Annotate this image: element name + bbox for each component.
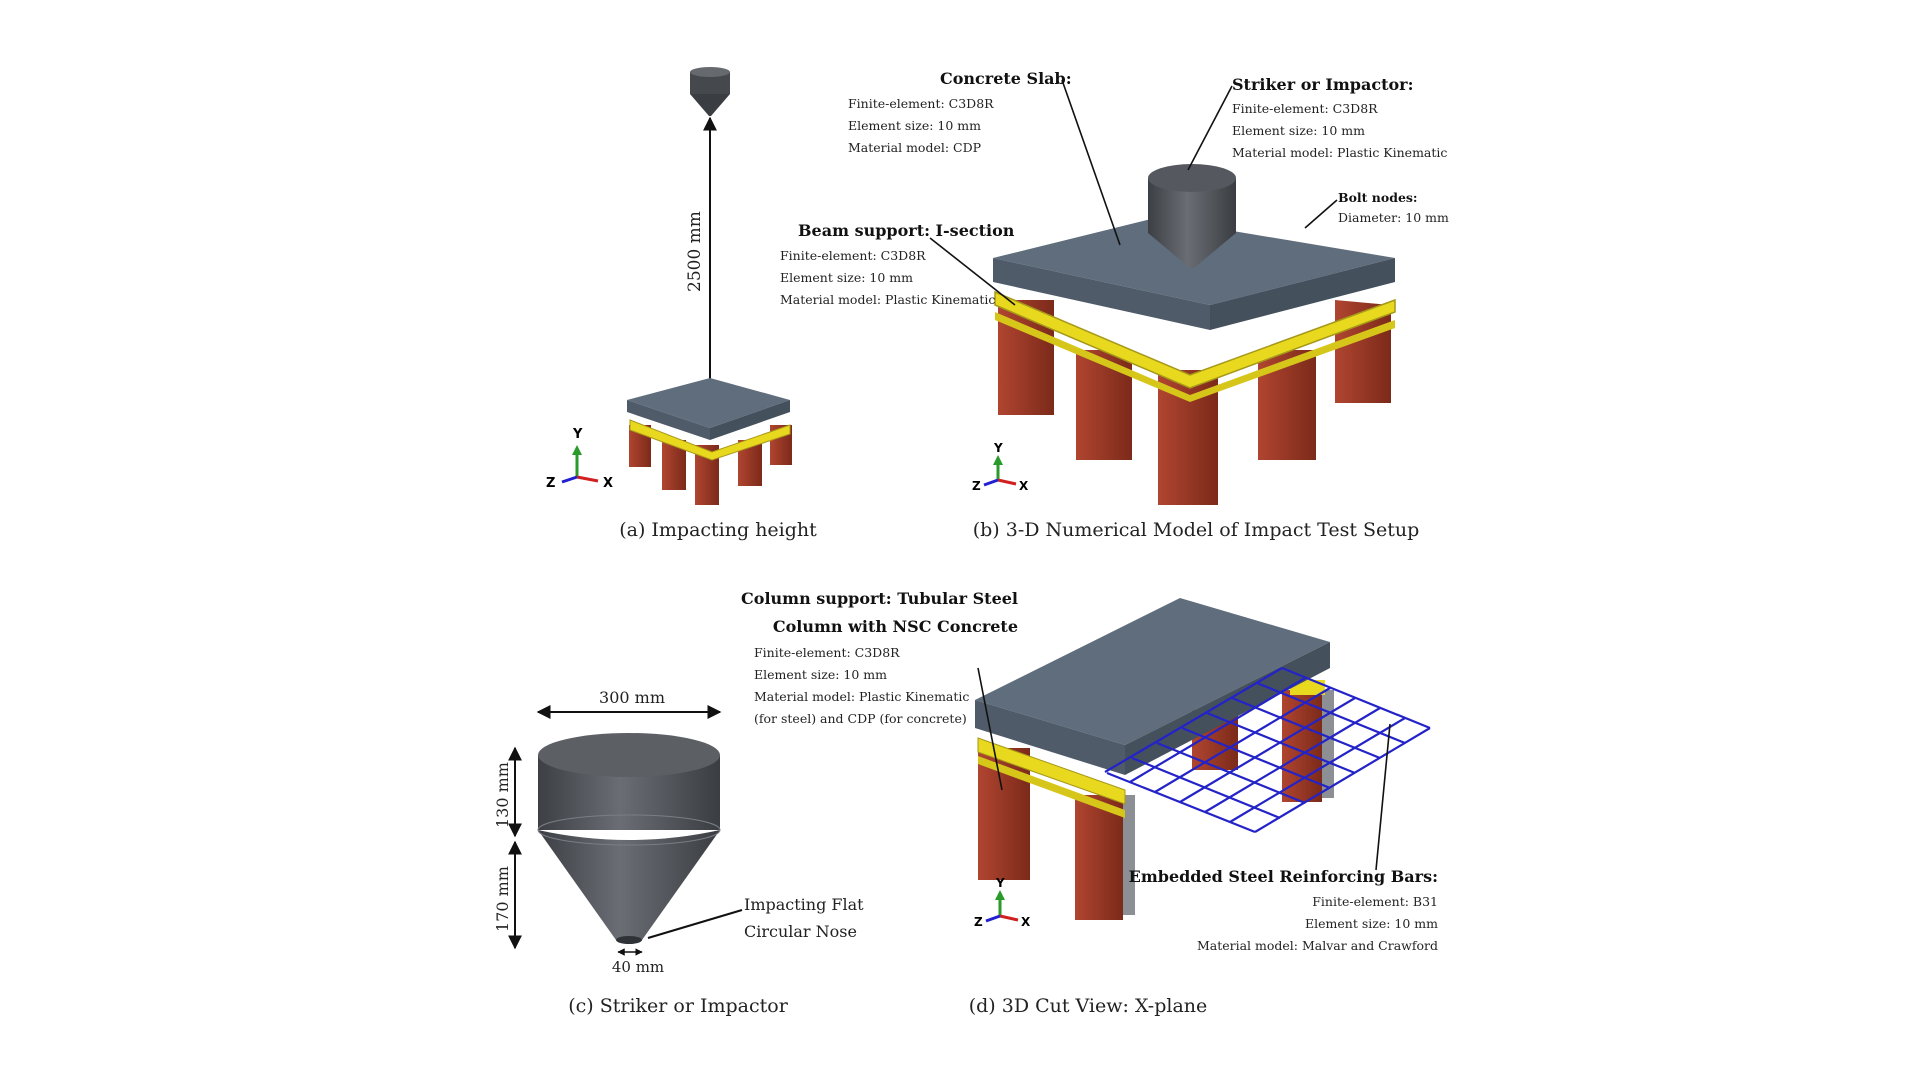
bolt-annotation: Bolt nodes: Diameter: 10 mm [1338,190,1449,225]
rebar-line: Material model: Malvar and Crawford [1197,938,1438,953]
bolt-heading: Bolt nodes: [1338,190,1418,205]
axis-triad-a: Y Z X [546,427,613,491]
axis-x-label: X [1021,915,1031,929]
striker-line: Element size: 10 mm [1232,123,1365,138]
panel-b: Concrete Slab: Finite-element: C3D8R Ele… [780,69,1449,541]
caption-c: (c) Striker or Impactor [568,995,788,1017]
beam-line: Finite-element: C3D8R [780,248,926,263]
striker-heading: Striker or Impactor: [1232,75,1414,94]
concrete-slab-annotation: Concrete Slab: Finite-element: C3D8R Ele… [848,69,1072,155]
column-annotation: Column support: Tubular Steel Column wit… [741,589,1018,726]
beam-line: Element size: 10 mm [780,270,913,285]
axis-z-label: Z [972,479,981,493]
rebar-line: Element size: 10 mm [1305,916,1438,931]
beam-heading: Beam support: I-section [798,221,1015,240]
beam-annotation: Beam support: I-section Finite-element: … [780,221,1015,307]
nose-note-line: Circular Nose [744,922,857,941]
axis-triad-d: Y Z X [974,876,1031,929]
panel-d: Column support: Tubular Steel Column wit… [741,589,1438,1017]
axis-triad-b: Y Z X [972,441,1029,493]
concrete-slab-line: Finite-element: C3D8R [848,96,994,111]
rebar-grid [1104,666,1431,834]
nose-leader [647,908,743,940]
column-line: Material model: Plastic Kinematic [754,689,969,704]
caption-b: (b) 3-D Numerical Model of Impact Test S… [973,519,1420,541]
striker-line: Material model: Plastic Kinematic [1232,145,1447,160]
nose-note-line: Impacting Flat [744,895,864,914]
column-heading: Column with NSC Concrete [773,617,1018,636]
caption-d: (d) 3D Cut View: X-plane [969,995,1208,1017]
cut-model [975,598,1431,920]
axis-y-label: Y [572,427,583,442]
upper-height-label: 130 mm [493,762,512,828]
caption-a: (a) Impacting height [619,519,817,541]
width-label: 300 mm [599,688,665,707]
beam-line: Material model: Plastic Kinematic [780,292,995,307]
nose-diameter-label: 40 mm [612,958,664,976]
axis-x-label: X [1019,479,1029,493]
rebar-annotation: Embedded Steel Reinforcing Bars: Finite-… [1129,867,1439,953]
column-heading: Column support: Tubular Steel [741,589,1018,608]
drop-striker-icon [690,67,730,116]
column-line: (for steel) and CDP (for concrete) [754,711,967,726]
bolt-line: Diameter: 10 mm [1338,210,1449,225]
striker-b [1148,164,1236,268]
column-line: Finite-element: C3D8R [754,645,900,660]
main-model [993,164,1396,505]
axis-y-label: Y [995,876,1005,890]
concrete-slab-heading: Concrete Slab: [940,69,1072,88]
concrete-slab-line: Element size: 10 mm [848,118,981,133]
axis-x-label: X [603,476,613,491]
small-model [627,378,792,505]
column-line: Element size: 10 mm [754,667,887,682]
rebar-heading: Embedded Steel Reinforcing Bars: [1129,867,1438,886]
axis-z-label: Z [546,476,555,491]
height-label: 2500 mm [685,211,705,292]
concrete-slab-line: Material model: CDP [848,140,981,155]
panel-c: 300 mm 130 mm 170 mm 40 mm Impacting Fla… [493,688,864,1017]
rebar-line: Finite-element: B31 [1312,894,1438,909]
panel-a: 2500 mm Y Z X (a) Impacting height [546,67,817,541]
striker-line: Finite-element: C3D8R [1232,101,1378,116]
axis-y-label: Y [993,441,1003,455]
axis-z-label: Z [974,915,983,929]
striker-detail [537,733,721,944]
striker-annotation: Striker or Impactor: Finite-element: C3D… [1232,75,1447,160]
lower-height-label: 170 mm [493,866,512,932]
